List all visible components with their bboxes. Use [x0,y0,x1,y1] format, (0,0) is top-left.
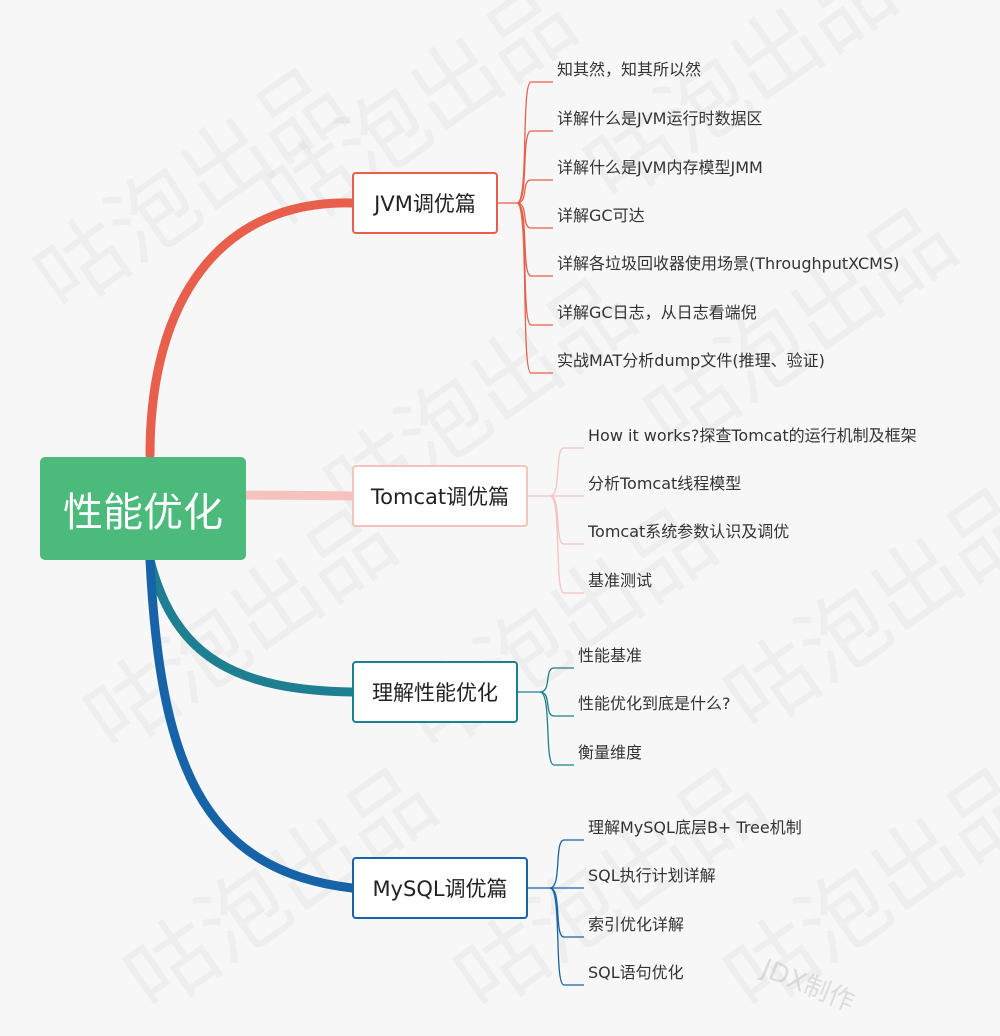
leaf-connector [549,887,584,938]
leaf-node[interactable]: SQL执行计划详解 [588,866,716,885]
branch-label: JVM调优篇 [374,192,476,216]
leaf-node[interactable]: 性能优化到底是什么? [578,694,731,713]
leaf-connector [549,839,584,889]
leaf-connector [549,495,584,594]
leaf-node[interactable]: 详解GC可达 [557,206,645,225]
leaf-node[interactable]: 详解各垃圾回收器使用场景(ThroughputXCMS) [557,254,900,273]
branch-node[interactable]: JVM调优篇 [352,172,498,234]
leaf-connector [539,667,574,693]
leaf-connector [516,202,553,229]
leaf-node[interactable]: 索引优化详解 [588,915,685,934]
leaf-node[interactable]: 基准测试 [588,571,653,590]
leaf-connector [516,81,553,204]
leaf-connector [516,130,553,204]
leaf-connector [549,887,584,986]
leaf-node[interactable]: 详解什么是JVM内存模型JMM [557,158,763,177]
branch-node[interactable]: Tomcat调优篇 [352,465,528,527]
branch-label: MySQL调优篇 [372,877,508,901]
branch-connector [145,198,357,460]
leaf-connector [516,202,553,374]
root-label: 性能优化 [63,489,223,536]
leaf-connector [539,691,574,717]
leaf-node[interactable]: Tomcat系统参数认识及调优 [588,522,790,541]
leaf-node[interactable]: 理解MySQL底层B+ Tree机制 [588,818,802,837]
branch-label: Tomcat调优篇 [370,485,510,509]
branch-node[interactable]: MySQL调优篇 [352,857,528,919]
leaf-node[interactable]: SQL语句优化 [588,963,684,982]
leaf-node[interactable]: 分析Tomcat线程模型 [588,474,742,493]
leaf-node[interactable]: 详解什么是JVM运行时数据区 [557,109,763,128]
leaf-node[interactable]: 实战MAT分析dump文件(推理、验证) [557,351,825,370]
root-node[interactable]: 性能优化 [40,457,246,560]
leaf-node[interactable]: How it works?探查Tomcat的运行机制及框架 [588,426,917,445]
branch-connector [145,555,357,697]
leaf-connector [549,447,584,497]
leaf-node[interactable]: 详解GC日志，从日志看端倪 [557,303,757,322]
leaf-connector [549,495,584,545]
leaf-node[interactable]: 衡量维度 [578,743,643,762]
branch-node[interactable]: 理解性能优化 [352,661,518,723]
branch-label: 理解性能优化 [372,681,498,705]
leaf-node[interactable]: 性能基准 [578,646,643,665]
leaf-connector [516,179,553,204]
leaf-node[interactable]: 知其然，知其所以然 [557,60,702,79]
branch-connector [145,555,357,893]
leaf-connector [539,691,574,766]
